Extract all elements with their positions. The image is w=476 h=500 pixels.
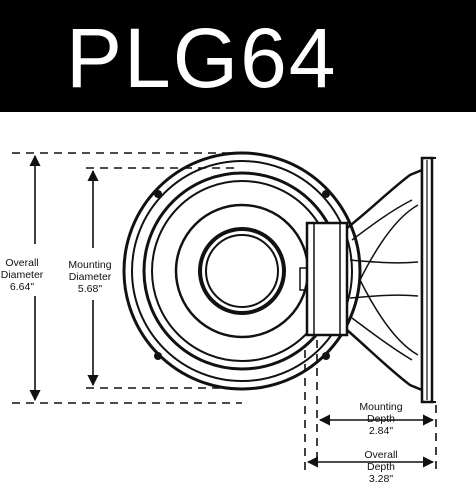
speaker-front-view <box>122 151 362 391</box>
svg-text:Overall: Overall <box>5 257 38 269</box>
svg-text:2.84": 2.84" <box>369 425 393 437</box>
overall-diameter-label: Overall Diameter 6.64" <box>1 257 44 293</box>
mounting-depth-label: Mounting Depth 2.84" <box>359 401 402 437</box>
svg-text:3.28": 3.28" <box>369 473 393 485</box>
title-banner: PLG64 <box>0 0 476 112</box>
mounting-hole-top-left <box>154 190 162 198</box>
svg-text:Depth: Depth <box>367 461 395 473</box>
svg-text:Mounting: Mounting <box>68 259 111 271</box>
svg-text:Diameter: Diameter <box>69 271 112 283</box>
svg-text:5.68": 5.68" <box>78 283 102 295</box>
dimension-arrows <box>29 154 435 468</box>
magnet-block <box>305 221 349 337</box>
product-title: PLG64 <box>66 11 338 105</box>
mounting-hole-bottom-right <box>322 352 330 360</box>
frame-inner-ring <box>131 160 353 382</box>
surround-inner <box>151 180 333 362</box>
svg-text:Diameter: Diameter <box>1 269 44 281</box>
speaker-side-view <box>299 156 436 404</box>
dust-cap-outer <box>198 227 286 315</box>
svg-text:Depth: Depth <box>367 413 395 425</box>
dust-cap-inner <box>205 234 279 308</box>
mounting-hole-top-right <box>322 190 330 198</box>
mounting-holes <box>154 190 330 360</box>
frame-outer-ring <box>122 151 362 391</box>
svg-text:Overall: Overall <box>364 449 397 461</box>
svg-text:6.64": 6.64" <box>10 281 34 293</box>
mounting-diameter-label: Mounting Diameter 5.68" <box>68 259 111 295</box>
cone-ring <box>174 203 310 339</box>
svg-text:Mounting: Mounting <box>359 401 402 413</box>
dimension-extension-lines <box>12 152 437 470</box>
mounting-hole-bottom-left <box>154 352 162 360</box>
overall-depth-label: Overall Depth 3.28" <box>364 449 397 485</box>
